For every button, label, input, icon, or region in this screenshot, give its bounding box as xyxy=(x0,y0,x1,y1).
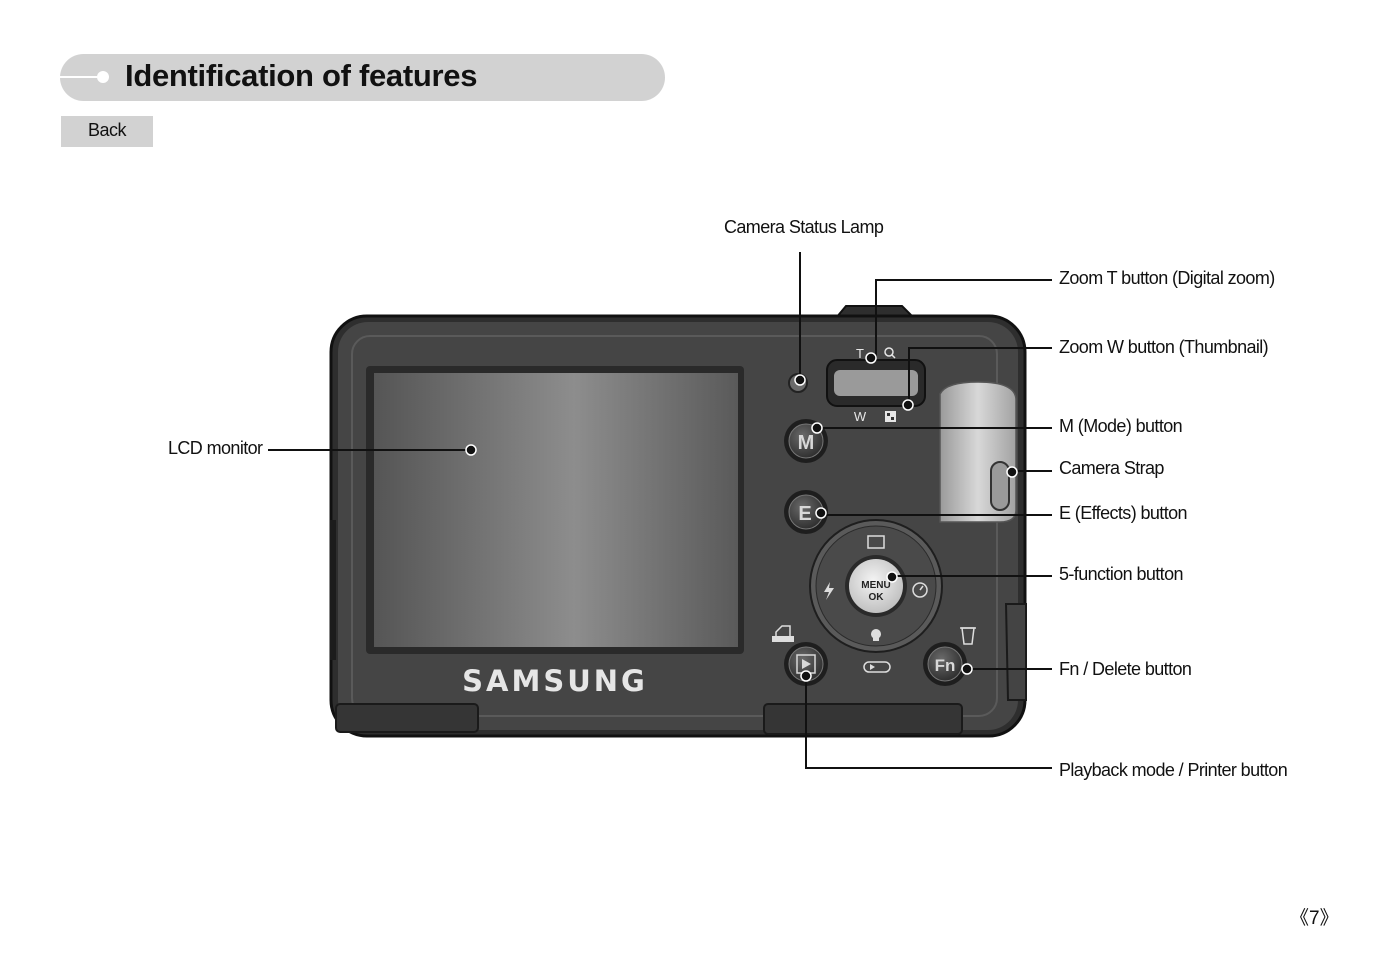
thumbnail-icon xyxy=(885,411,896,422)
macro-icon-stem xyxy=(873,637,879,641)
self-timer-icon xyxy=(912,582,928,598)
zoom-rocker-face xyxy=(834,370,918,396)
label-playback-printer: Playback mode / Printer button xyxy=(1059,760,1288,780)
page-number: 《7》 xyxy=(1290,908,1339,929)
brand-logo: SAMSUNG xyxy=(462,664,648,698)
bottom-foot-left xyxy=(335,703,479,733)
label-zoom-w: Zoom W button (Thumbnail) xyxy=(1059,337,1269,357)
callout-dot xyxy=(1006,466,1018,478)
thumbnail-icon-cell xyxy=(887,413,890,416)
label-five-function: 5-function button xyxy=(1059,564,1184,584)
title-bar xyxy=(60,54,665,101)
leader-zoom-w xyxy=(908,347,1052,404)
label-fn-delete: Fn / Delete button xyxy=(1059,659,1192,679)
playback-icon-triangle xyxy=(802,659,811,669)
leader-playback xyxy=(805,676,1052,769)
leader-zoom-t xyxy=(875,279,1052,358)
callout-dot xyxy=(465,444,477,456)
strap-loop xyxy=(990,461,1010,511)
label-camera-strap: Camera Strap xyxy=(1059,458,1164,478)
self-timer-icon-hand xyxy=(919,585,924,591)
page-title: Identification of features xyxy=(125,58,478,93)
lcd-monitor xyxy=(374,373,738,647)
menu-mark: MENU xyxy=(861,580,890,591)
magnifier-icon-handle xyxy=(891,354,896,359)
callout-dot xyxy=(902,399,914,411)
thumbnail-icon-cell xyxy=(891,417,894,420)
e-button-mark: E xyxy=(798,503,811,525)
callout-dot xyxy=(800,670,812,682)
bottom-foot-right xyxy=(763,703,963,735)
back-button[interactable]: Back xyxy=(61,116,153,147)
camera-body-bevel xyxy=(351,335,998,717)
side-edge xyxy=(330,520,336,660)
callout-dot xyxy=(815,507,827,519)
display-icon xyxy=(867,535,885,549)
flash-icon xyxy=(824,582,834,600)
callout-dot xyxy=(865,352,877,364)
title-decor-line xyxy=(60,76,102,78)
printer-icon-base xyxy=(772,636,794,642)
label-zoom-t: Zoom T button (Digital zoom) xyxy=(1059,268,1275,288)
m-button-mark: M xyxy=(798,432,815,454)
label-camera-status-lamp: Camera Status Lamp xyxy=(724,217,884,237)
fn-button-mark: Fn xyxy=(935,656,956,675)
label-e-effects: E (Effects) button xyxy=(1059,503,1188,523)
label-lcd-monitor: LCD monitor xyxy=(168,438,263,458)
magnifier-icon xyxy=(884,347,894,357)
callout-dot xyxy=(811,422,823,434)
side-cover xyxy=(1004,603,1027,701)
play-pause-icon-triangle xyxy=(870,664,875,670)
macro-icon xyxy=(871,629,881,639)
label-m-mode: M (Mode) button xyxy=(1059,416,1183,436)
play-pause-icon xyxy=(863,661,891,673)
zoom-t-mark: T xyxy=(856,346,864,361)
zoom-w-mark: W xyxy=(854,409,867,424)
callout-dot xyxy=(794,374,806,386)
fn-button[interactable] xyxy=(927,646,963,682)
ok-mark: OK xyxy=(869,592,885,603)
callout-dot xyxy=(961,663,973,675)
title-decor-dot xyxy=(97,71,109,83)
callout-dot xyxy=(886,571,898,583)
